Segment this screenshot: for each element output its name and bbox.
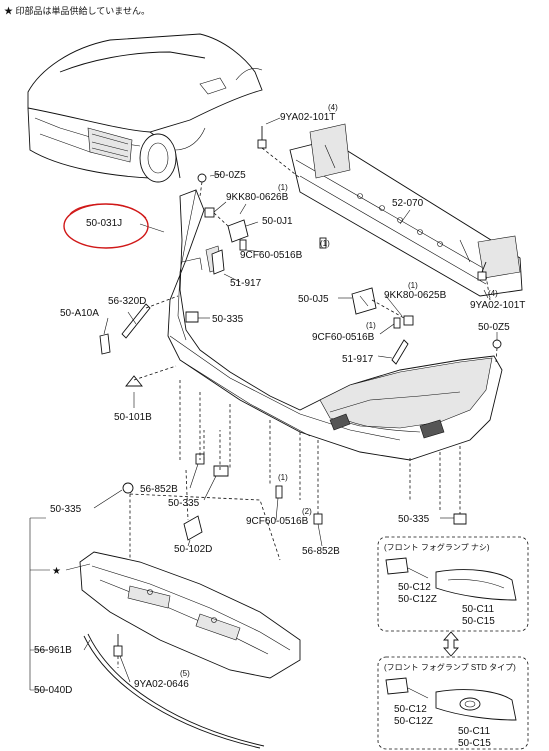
label-50-102D: 50-102D — [174, 544, 212, 555]
pin-56-320D — [121, 303, 151, 339]
clip-50-335-a — [185, 311, 199, 323]
clip-50-335-c — [122, 482, 134, 494]
guide-lines — [117, 147, 498, 668]
clip-56-852B-b — [313, 513, 323, 525]
bracket-50-102D — [183, 515, 203, 541]
bolt-9YA02-101T-top — [257, 126, 267, 149]
label-50-335-c: 50-335 — [50, 504, 82, 515]
label-50-335-b: 50-335 — [168, 498, 200, 509]
header-note: ★ 印部品は単品供給していません。 — [4, 5, 150, 16]
label-qty-1-a: (1) — [278, 183, 288, 192]
label-qty-2: (2) — [302, 507, 312, 516]
alternative-arrow-icon — [443, 631, 459, 657]
labels: 50-0Z5 9KK80-0626B 50-0J1 9CF60-0516B (1… — [34, 103, 525, 696]
label-50-335-d: 50-335 — [398, 514, 430, 525]
highlight-50-031J — [63, 203, 149, 249]
screw-9CF60-0516B-c — [275, 485, 283, 499]
front-bumper-cover-50-031J — [167, 189, 503, 461]
bolt-9KK80-0626B — [204, 207, 215, 218]
clip-50-335-d — [453, 513, 467, 525]
label-qty-1-b: (1) — [320, 239, 330, 248]
label-box2-50-C15: 50-C15 — [458, 738, 491, 749]
clip-50-335-b — [213, 465, 229, 477]
label-56-961B: 56-961B — [34, 645, 72, 656]
label-9YA02-0646: 9YA02-0646 — [134, 679, 189, 690]
label-50-040D: 50-040D — [34, 685, 72, 696]
highlight-stroke — [69, 203, 147, 219]
clip-50-0Z5-top — [197, 173, 207, 183]
label-qty-1-c: (1) — [408, 281, 418, 290]
clip-50-0Z5-right — [492, 339, 502, 349]
star-marker: ★ — [52, 566, 61, 577]
bumper-reinforcement-52-070 — [289, 123, 523, 297]
box-std-title: (フロント フォグランプ STD タイプ) — [384, 662, 516, 672]
label-50-101B: 50-101B — [114, 412, 152, 423]
label-56-852B-a: 56-852B — [140, 484, 178, 495]
label-50-0Z5-right: 50-0Z5 — [478, 322, 510, 333]
label-51-917-b: 51-917 — [342, 354, 374, 365]
label-qty-1-d: (1) — [366, 321, 376, 330]
label-51-917-a: 51-917 — [230, 278, 262, 289]
label-9CF60-0516B-a: 9CF60-0516B — [240, 250, 303, 261]
cap-50-101B — [125, 375, 143, 387]
box-std-fog-lamp: (フロント フォグランプ STD タイプ) 50-C12 50-C12Z 50-… — [377, 656, 529, 750]
label-9YA02-101T-a: 9YA02-101T — [280, 112, 335, 123]
bracket-51-917-a — [211, 249, 225, 275]
bolt-9YA02-0646 — [113, 634, 123, 657]
label-50-0J5: 50-0J5 — [298, 294, 329, 305]
label-qty-5: (5) — [180, 669, 190, 678]
label-9CF60-0516B-b: 9CF60-0516B — [312, 332, 375, 343]
label-box2-50-C12: 50-C12 — [394, 704, 427, 715]
label-56-852B-b: 56-852B — [302, 546, 340, 557]
label-50-335-a: 50-335 — [212, 314, 244, 325]
clip-50-A10A — [99, 333, 111, 355]
screw-9CF60-0516B-top-right — [319, 237, 327, 249]
bracket-50-0J5 — [351, 287, 377, 315]
label-50-031J: 50-031J — [86, 218, 122, 229]
label-50-0Z5-top: 50-0Z5 — [214, 170, 246, 181]
label-9KK80-0626B: 9KK80-0626B — [226, 192, 289, 203]
label-50-A10A: 50-A10A — [60, 308, 99, 319]
screw-9CF60-0516B-b — [393, 317, 401, 329]
label-9YA02-101T-b: 9YA02-101T — [470, 300, 525, 311]
box-no-fog-lamp: (フロント フォグランプ ナシ) 50-C12 50-C12Z 50-C11 5… — [377, 536, 529, 632]
bracket-50-0J1 — [227, 203, 249, 243]
bolt-9KK80-0625B — [403, 315, 414, 326]
vehicle-thumbnail — [27, 33, 263, 183]
label-9KK80-0625B: 9KK80-0625B — [384, 290, 447, 301]
label-box1-50-C12Z: 50-C12Z — [398, 594, 437, 605]
label-56-320D: 56-320D — [108, 296, 146, 307]
label-box1-50-C12: 50-C12 — [398, 582, 431, 593]
leader-lines — [29, 117, 498, 691]
label-qty-1-e: (1) — [278, 473, 288, 482]
label-50-0J1: 50-0J1 — [262, 216, 293, 227]
label-box2-50-C11: 50-C11 — [458, 726, 490, 737]
box-fog-title: (フロント フォグランプ ナシ) — [384, 542, 490, 552]
label-box1-50-C15: 50-C15 — [462, 616, 495, 627]
label-qty-4-a: (4) — [328, 103, 338, 112]
label-52-070: 52-070 — [392, 198, 424, 209]
lower-under-cover — [79, 551, 301, 679]
label-box2-50-C12Z: 50-C12Z — [394, 716, 433, 727]
label-9CF60-0516B-c: 9CF60-0516B — [246, 516, 309, 527]
label-qty-4-b: (4) — [488, 289, 498, 298]
label-box1-50-C11: 50-C11 — [462, 604, 494, 615]
bracket-51-917-b — [391, 339, 409, 365]
strip-56-961B — [83, 633, 265, 749]
screw-9CF60-0516B-a — [239, 239, 247, 251]
